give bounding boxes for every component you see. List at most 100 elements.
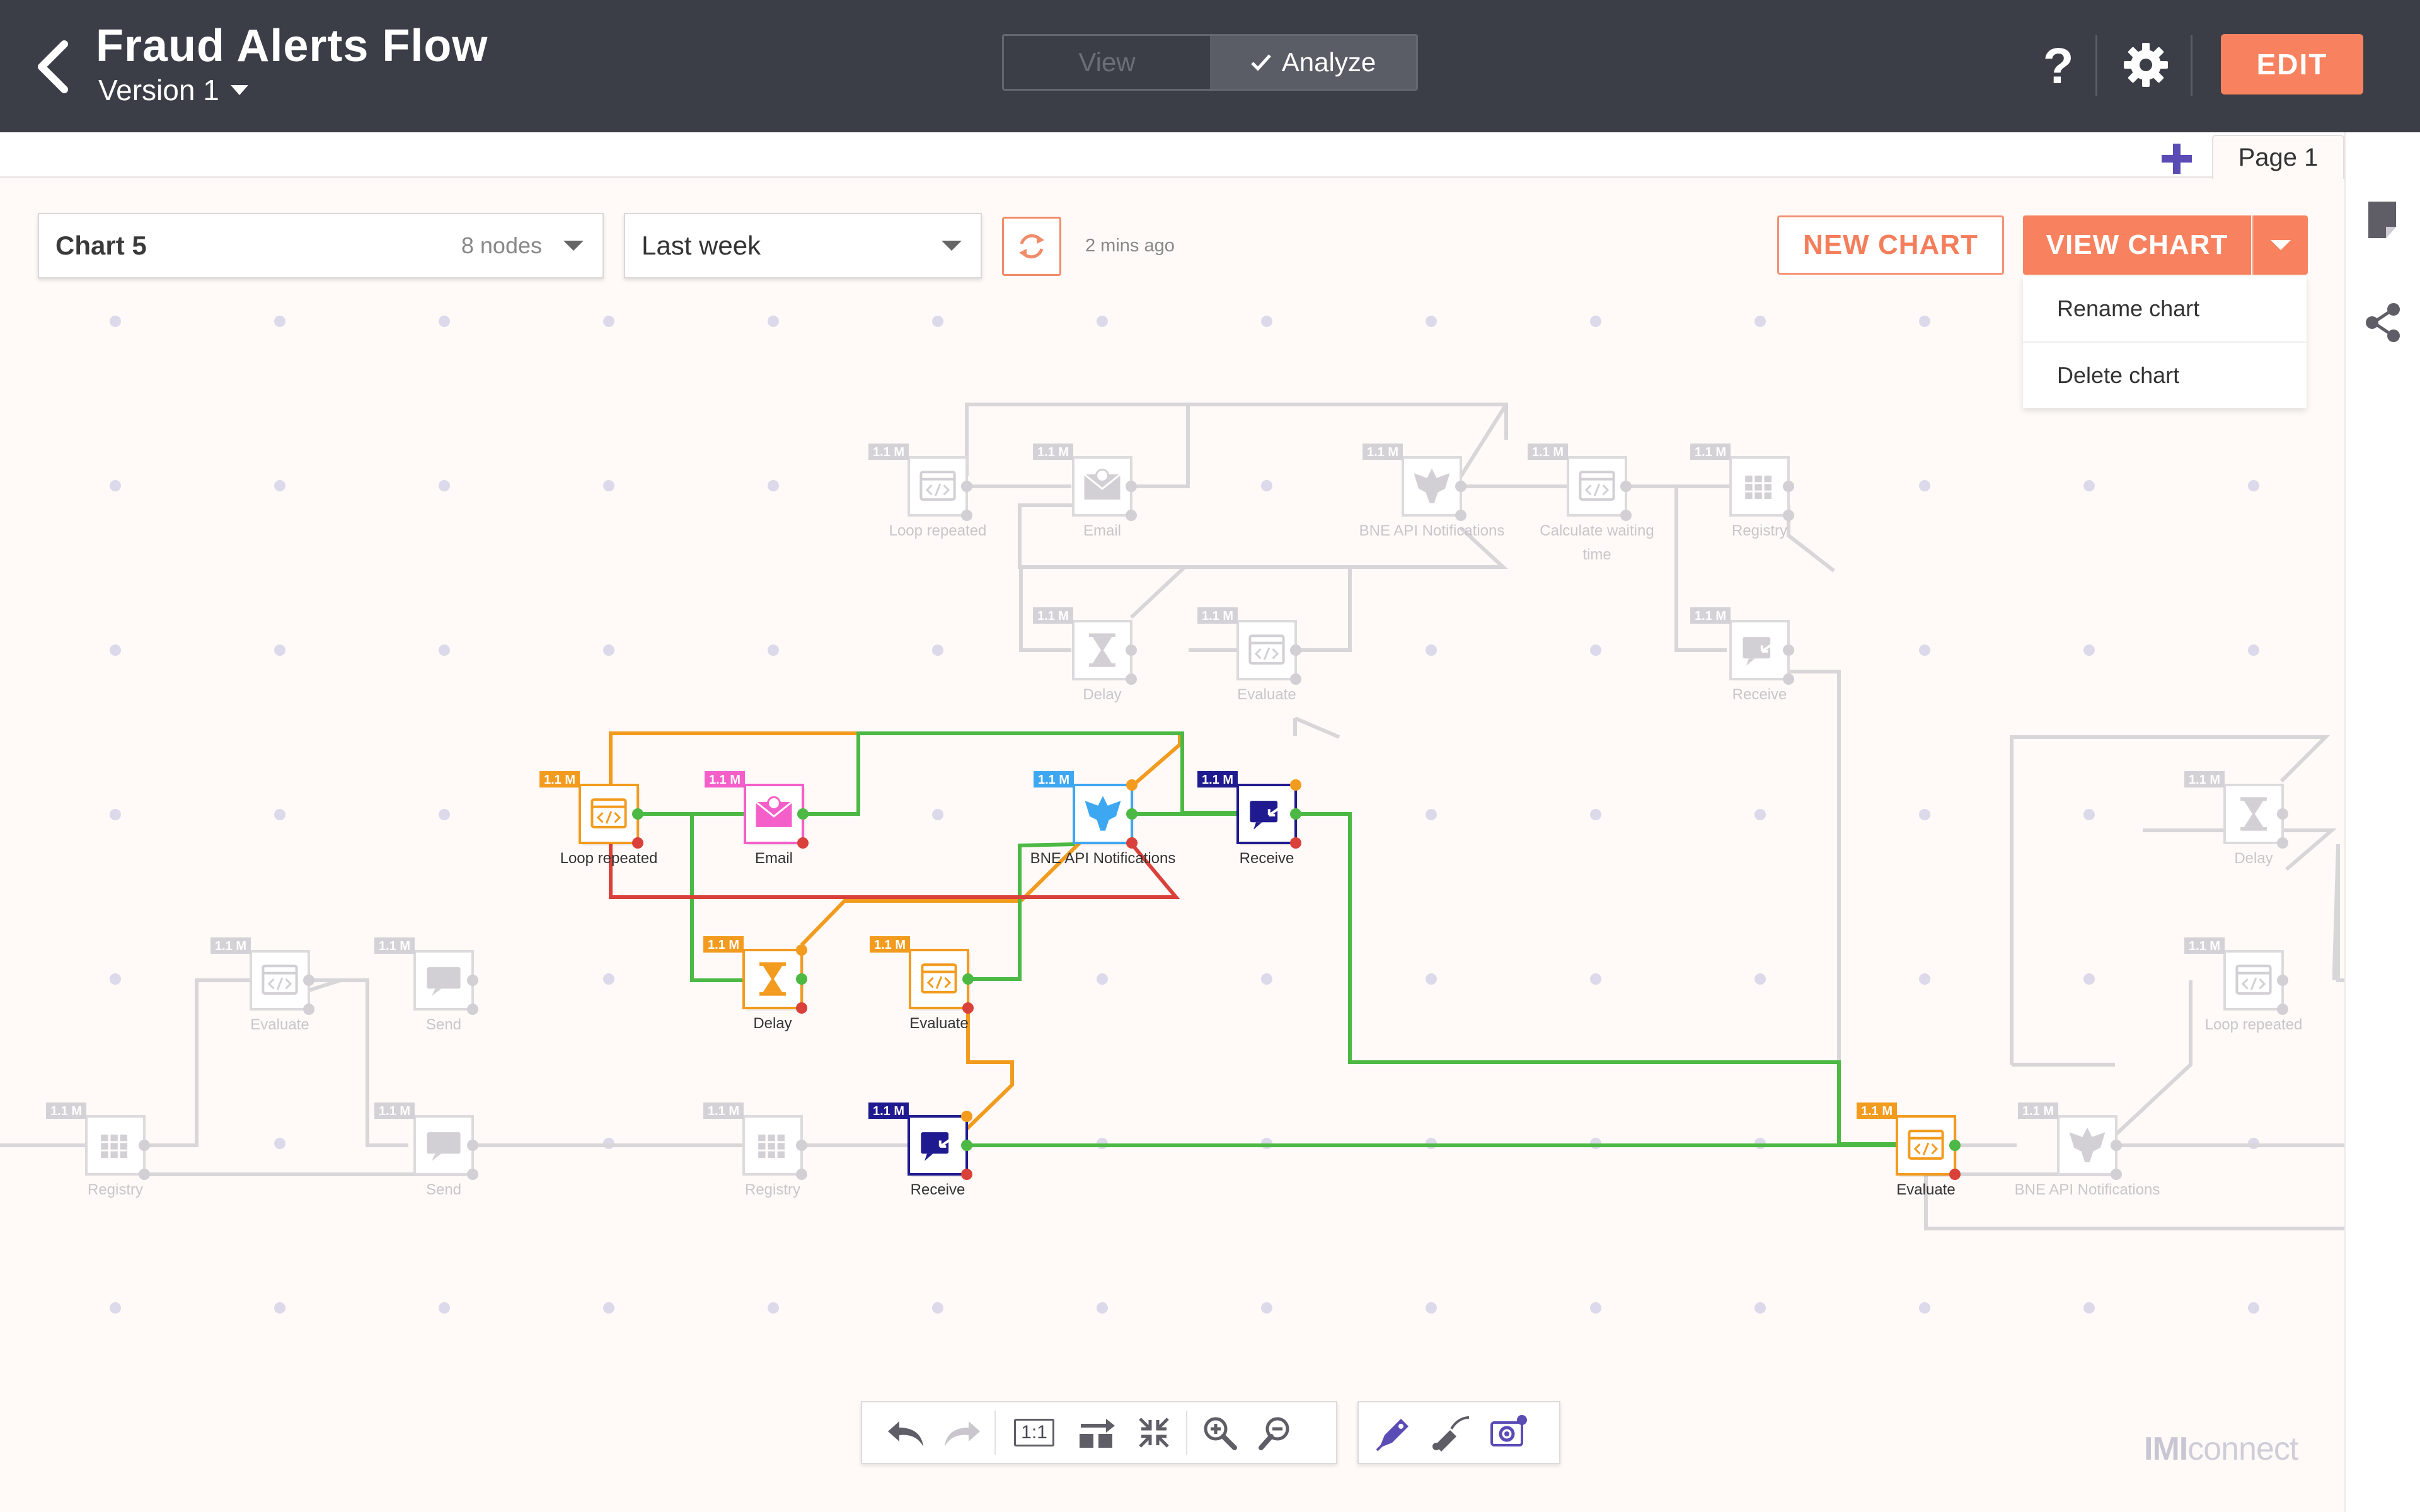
menu-item-rename-chart[interactable]: Rename chart — [2057, 295, 2200, 321]
failure-port[interactable] — [796, 1002, 807, 1014]
output-port[interactable] — [797, 808, 809, 820]
view-mode-button[interactable]: View — [1004, 36, 1210, 89]
output-port[interactable] — [467, 975, 478, 986]
output-port[interactable] — [796, 973, 807, 985]
help-icon[interactable]: ? — [2043, 38, 2074, 94]
actual-size-button[interactable]: 1:1 — [1000, 1404, 1069, 1461]
failure-port[interactable] — [467, 1004, 478, 1015]
output-port[interactable] — [1126, 644, 1137, 656]
output-port[interactable] — [1455, 481, 1466, 492]
view-chart-button[interactable]: VIEW CHART — [2023, 215, 2251, 275]
failure-port[interactable] — [1783, 510, 1794, 521]
version-selector[interactable]: Version 1 — [98, 73, 248, 107]
output-port[interactable] — [1783, 481, 1794, 492]
output-port[interactable] — [796, 1140, 807, 1151]
failure-port[interactable] — [1455, 510, 1466, 521]
tag-icon[interactable] — [1366, 1404, 1423, 1461]
new-chart-button[interactable]: NEW CHART — [1777, 215, 2004, 275]
gear-icon[interactable] — [2123, 42, 2169, 88]
output-port[interactable] — [1949, 1140, 1961, 1151]
back-arrow-icon[interactable] — [28, 35, 78, 98]
failure-port[interactable] — [961, 510, 972, 521]
failure-port[interactable] — [1126, 837, 1138, 849]
failure-port[interactable] — [1783, 673, 1794, 685]
redo-icon[interactable] — [934, 1404, 991, 1461]
output-port[interactable] — [962, 973, 974, 985]
failure-port[interactable] — [2111, 1169, 2122, 1180]
tab-page-1[interactable]: Page 1 — [2212, 135, 2344, 179]
zoom-out-icon[interactable] — [1248, 1404, 1305, 1461]
output-port[interactable] — [961, 481, 972, 492]
period-selector[interactable]: Last week — [624, 213, 982, 278]
failure-port[interactable] — [1126, 510, 1137, 521]
undo-icon[interactable] — [877, 1404, 934, 1461]
output-port[interactable] — [1126, 808, 1138, 820]
chart-selector[interactable]: Chart 5 8 nodes — [38, 213, 604, 278]
failure-port[interactable] — [961, 1169, 972, 1180]
note-icon[interactable] — [2367, 200, 2397, 239]
input-port[interactable] — [796, 944, 807, 956]
collapse-icon[interactable] — [1126, 1404, 1182, 1461]
output-port[interactable] — [2277, 975, 2288, 986]
failure-port[interactable] — [1290, 673, 1301, 685]
output-port[interactable] — [1620, 481, 1632, 492]
failure-port[interactable] — [796, 1169, 807, 1180]
failure-port[interactable] — [962, 1002, 974, 1014]
refresh-button[interactable] — [1002, 217, 1061, 276]
output-port[interactable] — [467, 1140, 478, 1151]
input-port[interactable] — [961, 1111, 972, 1122]
failure-port[interactable] — [303, 1004, 314, 1015]
output-port[interactable] — [1783, 644, 1794, 656]
output-port[interactable] — [632, 808, 643, 820]
menu-item-delete-chart[interactable]: Delete chart — [2057, 362, 2180, 388]
add-page-icon[interactable] — [2158, 140, 2196, 178]
input-port[interactable] — [1126, 779, 1138, 791]
output-port[interactable] — [961, 1140, 972, 1151]
output-port[interactable] — [1290, 644, 1301, 656]
output-port[interactable] — [2277, 808, 2288, 820]
output-port[interactable] — [303, 975, 314, 986]
failure-port[interactable] — [139, 1169, 150, 1180]
failure-port[interactable] — [1949, 1169, 1961, 1180]
failure-port[interactable] — [2277, 837, 2288, 849]
failure-port[interactable] — [632, 837, 643, 849]
failure-port[interactable] — [1290, 837, 1301, 849]
analyze-mode-button[interactable]: Analyze — [1210, 36, 1416, 89]
preview-eye-icon[interactable] — [1480, 1404, 1536, 1461]
share-icon[interactable] — [2365, 302, 2401, 343]
edit-button[interactable]: EDIT — [2221, 34, 2363, 94]
view-chart-dropdown-toggle[interactable] — [2252, 215, 2308, 275]
auto-arrange-icon[interactable] — [1069, 1404, 1126, 1461]
failure-port[interactable] — [2277, 1004, 2288, 1015]
zoom-in-icon[interactable] — [1191, 1404, 1248, 1461]
input-port[interactable] — [1290, 779, 1301, 791]
output-port[interactable] — [1126, 481, 1137, 492]
failure-port[interactable] — [797, 837, 809, 849]
failure-port[interactable] — [467, 1169, 478, 1180]
output-port[interactable] — [139, 1140, 150, 1151]
